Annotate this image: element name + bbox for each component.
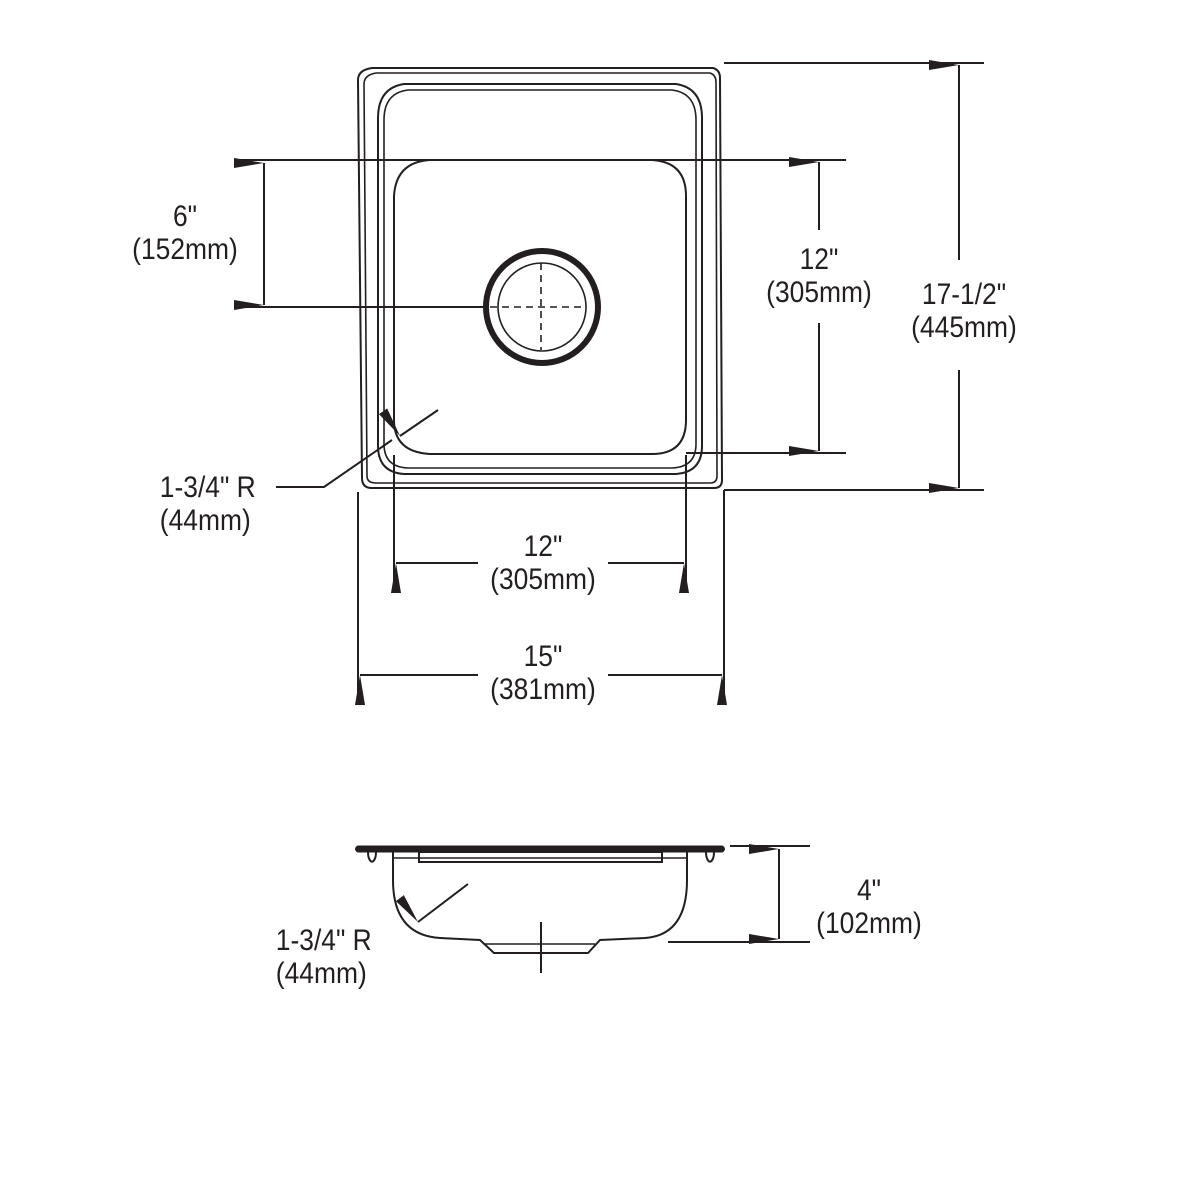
label-corner-radius-top: 1-3/4" R (44mm) [160,471,274,537]
depth-metric: (102mm) [816,907,922,940]
overall-length-metric: (445mm) [911,311,1017,344]
overall-length-imperial: 17-1/2" [921,278,1007,311]
depth-imperial: 4" [856,874,882,907]
label-bowl-width: 12" (305mm) [484,530,602,596]
bowl-length-imperial: 12" [799,243,839,276]
overall-width-imperial: 15" [523,640,563,673]
side-corner-radius-imperial: 1-3/4" R [275,924,372,957]
dimension-overall-width [355,492,727,705]
drain-offset-metric: (152mm) [132,233,238,266]
label-bowl-length: 12" (305mm) [760,243,878,309]
drain-icon [483,248,601,366]
drain-offset-imperial: 6" [172,200,198,233]
bowl-width-imperial: 12" [523,530,563,563]
dimension-corner-radius [276,408,439,488]
corner-radius-imperial: 1-3/4" R [159,471,256,504]
bowl-width-metric: (305mm) [490,563,596,596]
label-overall-length: 17-1/2" (445mm) [904,278,1024,344]
overall-width-metric: (381mm) [490,673,596,706]
sink-side-view [355,845,725,973]
label-depth: 4" (102mm) [810,874,928,940]
side-corner-radius-metric: (44mm) [275,957,367,990]
sink-top-view [356,67,724,489]
dimension-drain-offset [234,158,846,310]
corner-radius-metric: (44mm) [159,504,251,537]
label-drain-offset: 6" (152mm) [128,200,242,266]
bowl-length-metric: (305mm) [766,276,872,309]
dimension-depth [668,844,810,944]
dimension-bowl-width [391,455,689,593]
dimension-bowl-length [686,157,846,456]
label-overall-width: 15" (381mm) [484,640,602,706]
label-corner-radius-side: 1-3/4" R (44mm) [276,924,390,990]
dimension-overall-length [723,60,984,700]
